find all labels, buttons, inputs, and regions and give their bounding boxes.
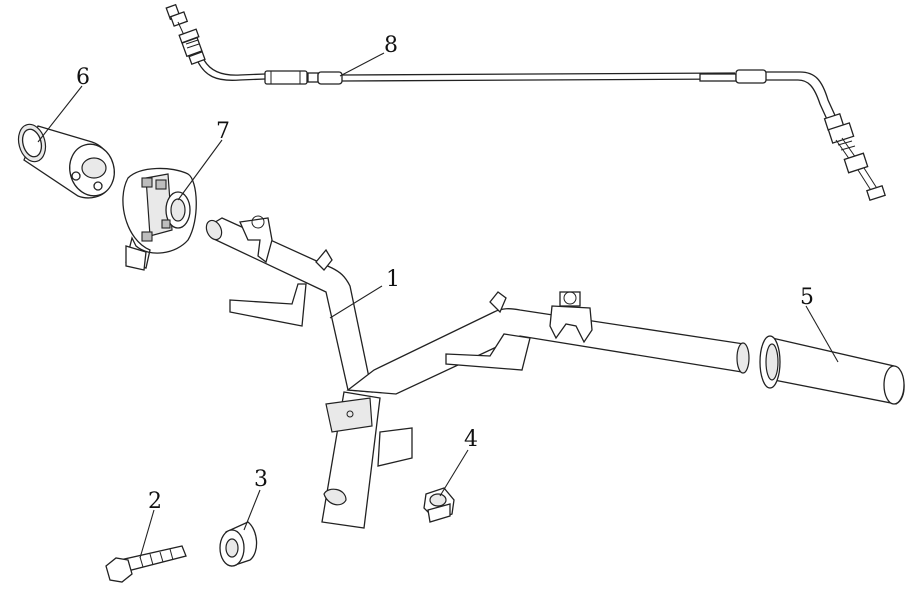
callout-1: 1 — [386, 267, 400, 292]
callout-6: 6 — [76, 65, 90, 90]
grip-right — [17, 123, 115, 199]
leader-5 — [805, 305, 839, 363]
bushing — [219, 521, 258, 567]
callout-3: 3 — [254, 467, 268, 492]
grip-left — [759, 335, 905, 405]
callout-7: 7 — [216, 119, 230, 144]
handlebar — [205, 215, 750, 529]
leader-4 — [439, 449, 469, 497]
leader-1 — [329, 285, 383, 319]
nut — [423, 487, 455, 523]
leader-7 — [177, 139, 223, 201]
callout-2: 2 — [148, 489, 162, 514]
leader-2 — [139, 509, 155, 559]
bolt — [105, 545, 187, 583]
leader-6 — [37, 85, 83, 143]
callout-5: 5 — [800, 285, 814, 310]
throttle-cable — [165, 3, 886, 202]
callout-8: 8 — [384, 33, 398, 58]
callout-4: 4 — [464, 427, 478, 452]
leader-3 — [243, 489, 261, 531]
leader-8 — [339, 52, 385, 77]
throttle-housing — [122, 167, 197, 271]
